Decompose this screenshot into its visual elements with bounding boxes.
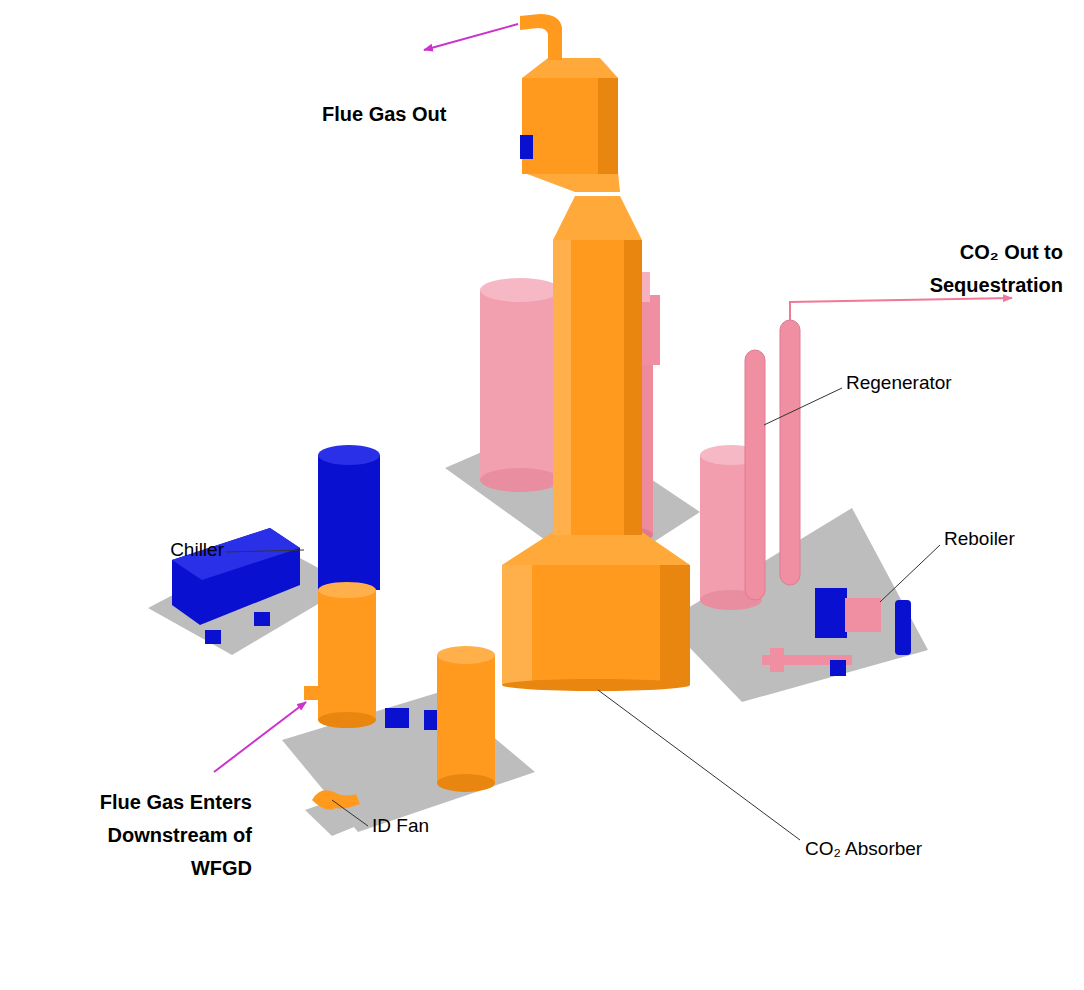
part-label: CO₂ Absorber [805, 838, 1005, 861]
leader-lines [226, 388, 940, 840]
flow-label: Flue Gas Enters Downstream of WFGD [72, 786, 252, 885]
flow-label: Flue Gas Out [322, 102, 522, 126]
part-label: ID Fan [372, 815, 472, 838]
flue-gas-out-arrow [424, 24, 518, 50]
part-label: Chiller [170, 539, 225, 562]
co2-out-arrow [790, 298, 1012, 320]
part-label: Reboiler [944, 528, 1064, 551]
flue-gas-in-arrow [214, 702, 306, 772]
part-label: Regenerator [846, 372, 1006, 395]
flow-label: CO₂ Out to Sequestration [903, 236, 1063, 302]
